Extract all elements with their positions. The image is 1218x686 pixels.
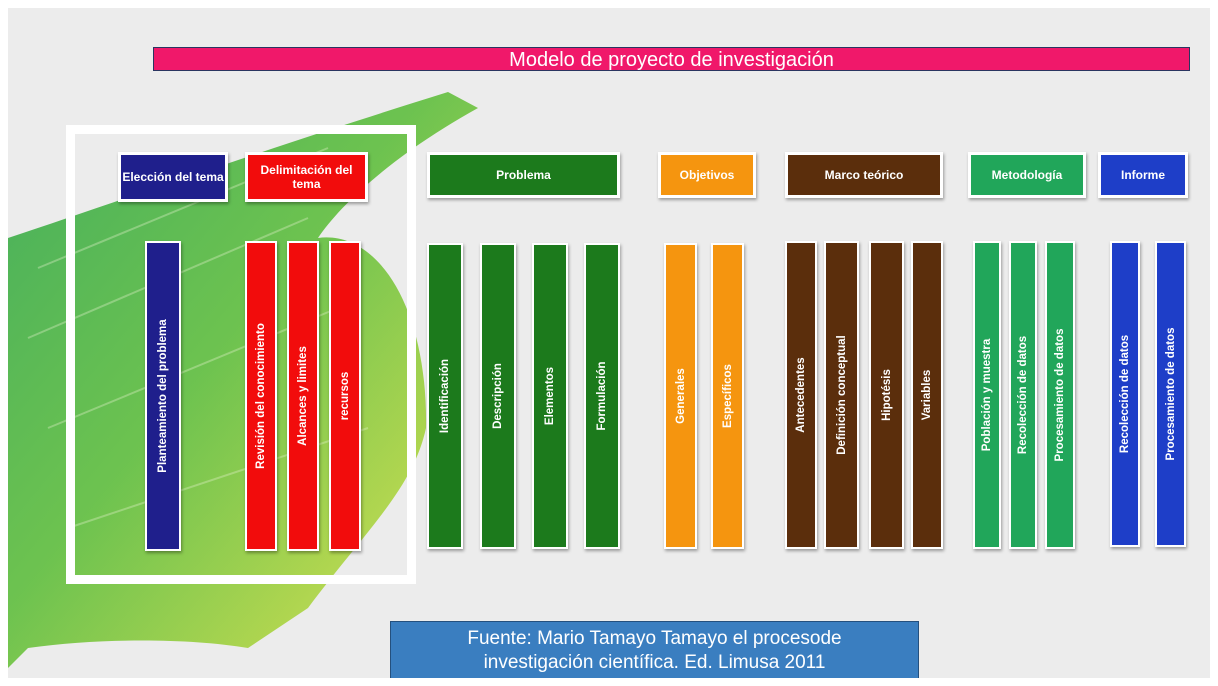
column-recoleccion-de-datos: Recolección de datos [1009,241,1037,549]
source-citation: Fuente: Mario Tamayo Tamayo el procesode… [390,621,919,678]
column-variables: Variables [911,241,943,549]
column-label: Recolección de datos [1017,335,1029,455]
column-generales: Generales [664,243,697,549]
header-label: Marco teórico [824,168,904,182]
column-label: Procesamiento de datos [1164,327,1177,461]
column-label: Definición conceptual [835,335,848,455]
header-objetivos: Objetivos [658,152,756,198]
column-informe-procesamiento-de-datos: Procesamiento de datos [1155,241,1186,547]
column-label: Antecedentes [795,357,807,433]
selection-frame [66,125,416,584]
column-formulacion: Formulación [584,243,620,549]
column-label: Formulación [596,361,608,431]
column-label: Planteamiento del problema [157,319,169,473]
header-label: Metodología [991,168,1063,182]
column-procesamiento-de-datos: Procesamiento de datos [1045,241,1075,549]
column-planteamiento-del-problema: Planteamiento del problema [145,241,181,551]
column-revision-del-conocimiento: Revisión del conocimiento [245,241,277,551]
source-line-1: Fuente: Mario Tamayo Tamayo el procesode [467,627,842,649]
column-label: Variables [921,369,933,421]
header-label: Objetivos [679,168,735,182]
column-label: Revisión del conocimiento [255,323,267,469]
title-bar: Modelo de proyecto de investigación [153,47,1190,71]
column-label: Elementos [544,366,556,426]
header-label: Delimitación del tema [260,163,353,191]
column-poblacion-y-muestra: Población y muestra [973,241,1001,549]
column-especificos: Específicos [711,243,744,549]
column-elementos: Elementos [532,243,568,549]
header-label: Informe [1120,168,1165,182]
header-problema: Problema [427,152,620,198]
source-line-2: investigación científica. Ed. Limusa 201… [483,651,826,673]
column-recursos: recursos [329,241,361,551]
column-alcances-y-limites: Alcances y limites [287,241,319,551]
column-label: Descripción [492,363,504,429]
column-label: Específicos [721,364,734,428]
header-informe: Informe [1098,152,1188,198]
header-label: Elección del tema [122,170,224,184]
header-marco-teorico: Marco teórico [785,152,943,198]
header-eleccion-del-tema: Elección del tema [118,152,228,202]
column-label: Población y muestra [981,338,993,452]
column-identificacion: Identificación [427,243,463,549]
column-label: Generales [674,368,687,424]
source-text: Fuente: Mario Tamayo Tamayo el procesode… [467,627,841,675]
column-antecedentes: Antecedentes [785,241,817,549]
column-label: Hipotésis [880,369,893,421]
column-label: Alcances y limites [297,346,309,446]
column-label: recursos [339,371,351,421]
column-hipotesis: Hipotésis [869,241,904,549]
page-title: Modelo de proyecto de investigación [509,49,834,71]
column-label: Procesamiento de datos [1054,328,1066,462]
column-informe-recoleccion-de-datos: Recolección de datos [1110,241,1140,547]
header-metodologia: Metodología [968,152,1086,198]
column-label: Identificación [439,358,451,434]
slide: Modelo de proyecto de investigación Elec… [8,8,1210,678]
column-descripcion: Descripción [480,243,516,549]
column-label: Recolección de datos [1119,334,1131,454]
header-delimitacion-del-tema: Delimitación del tema [245,152,368,202]
column-definicion-conceptual: Definición conceptual [824,241,859,549]
header-label: Problema [496,168,551,182]
